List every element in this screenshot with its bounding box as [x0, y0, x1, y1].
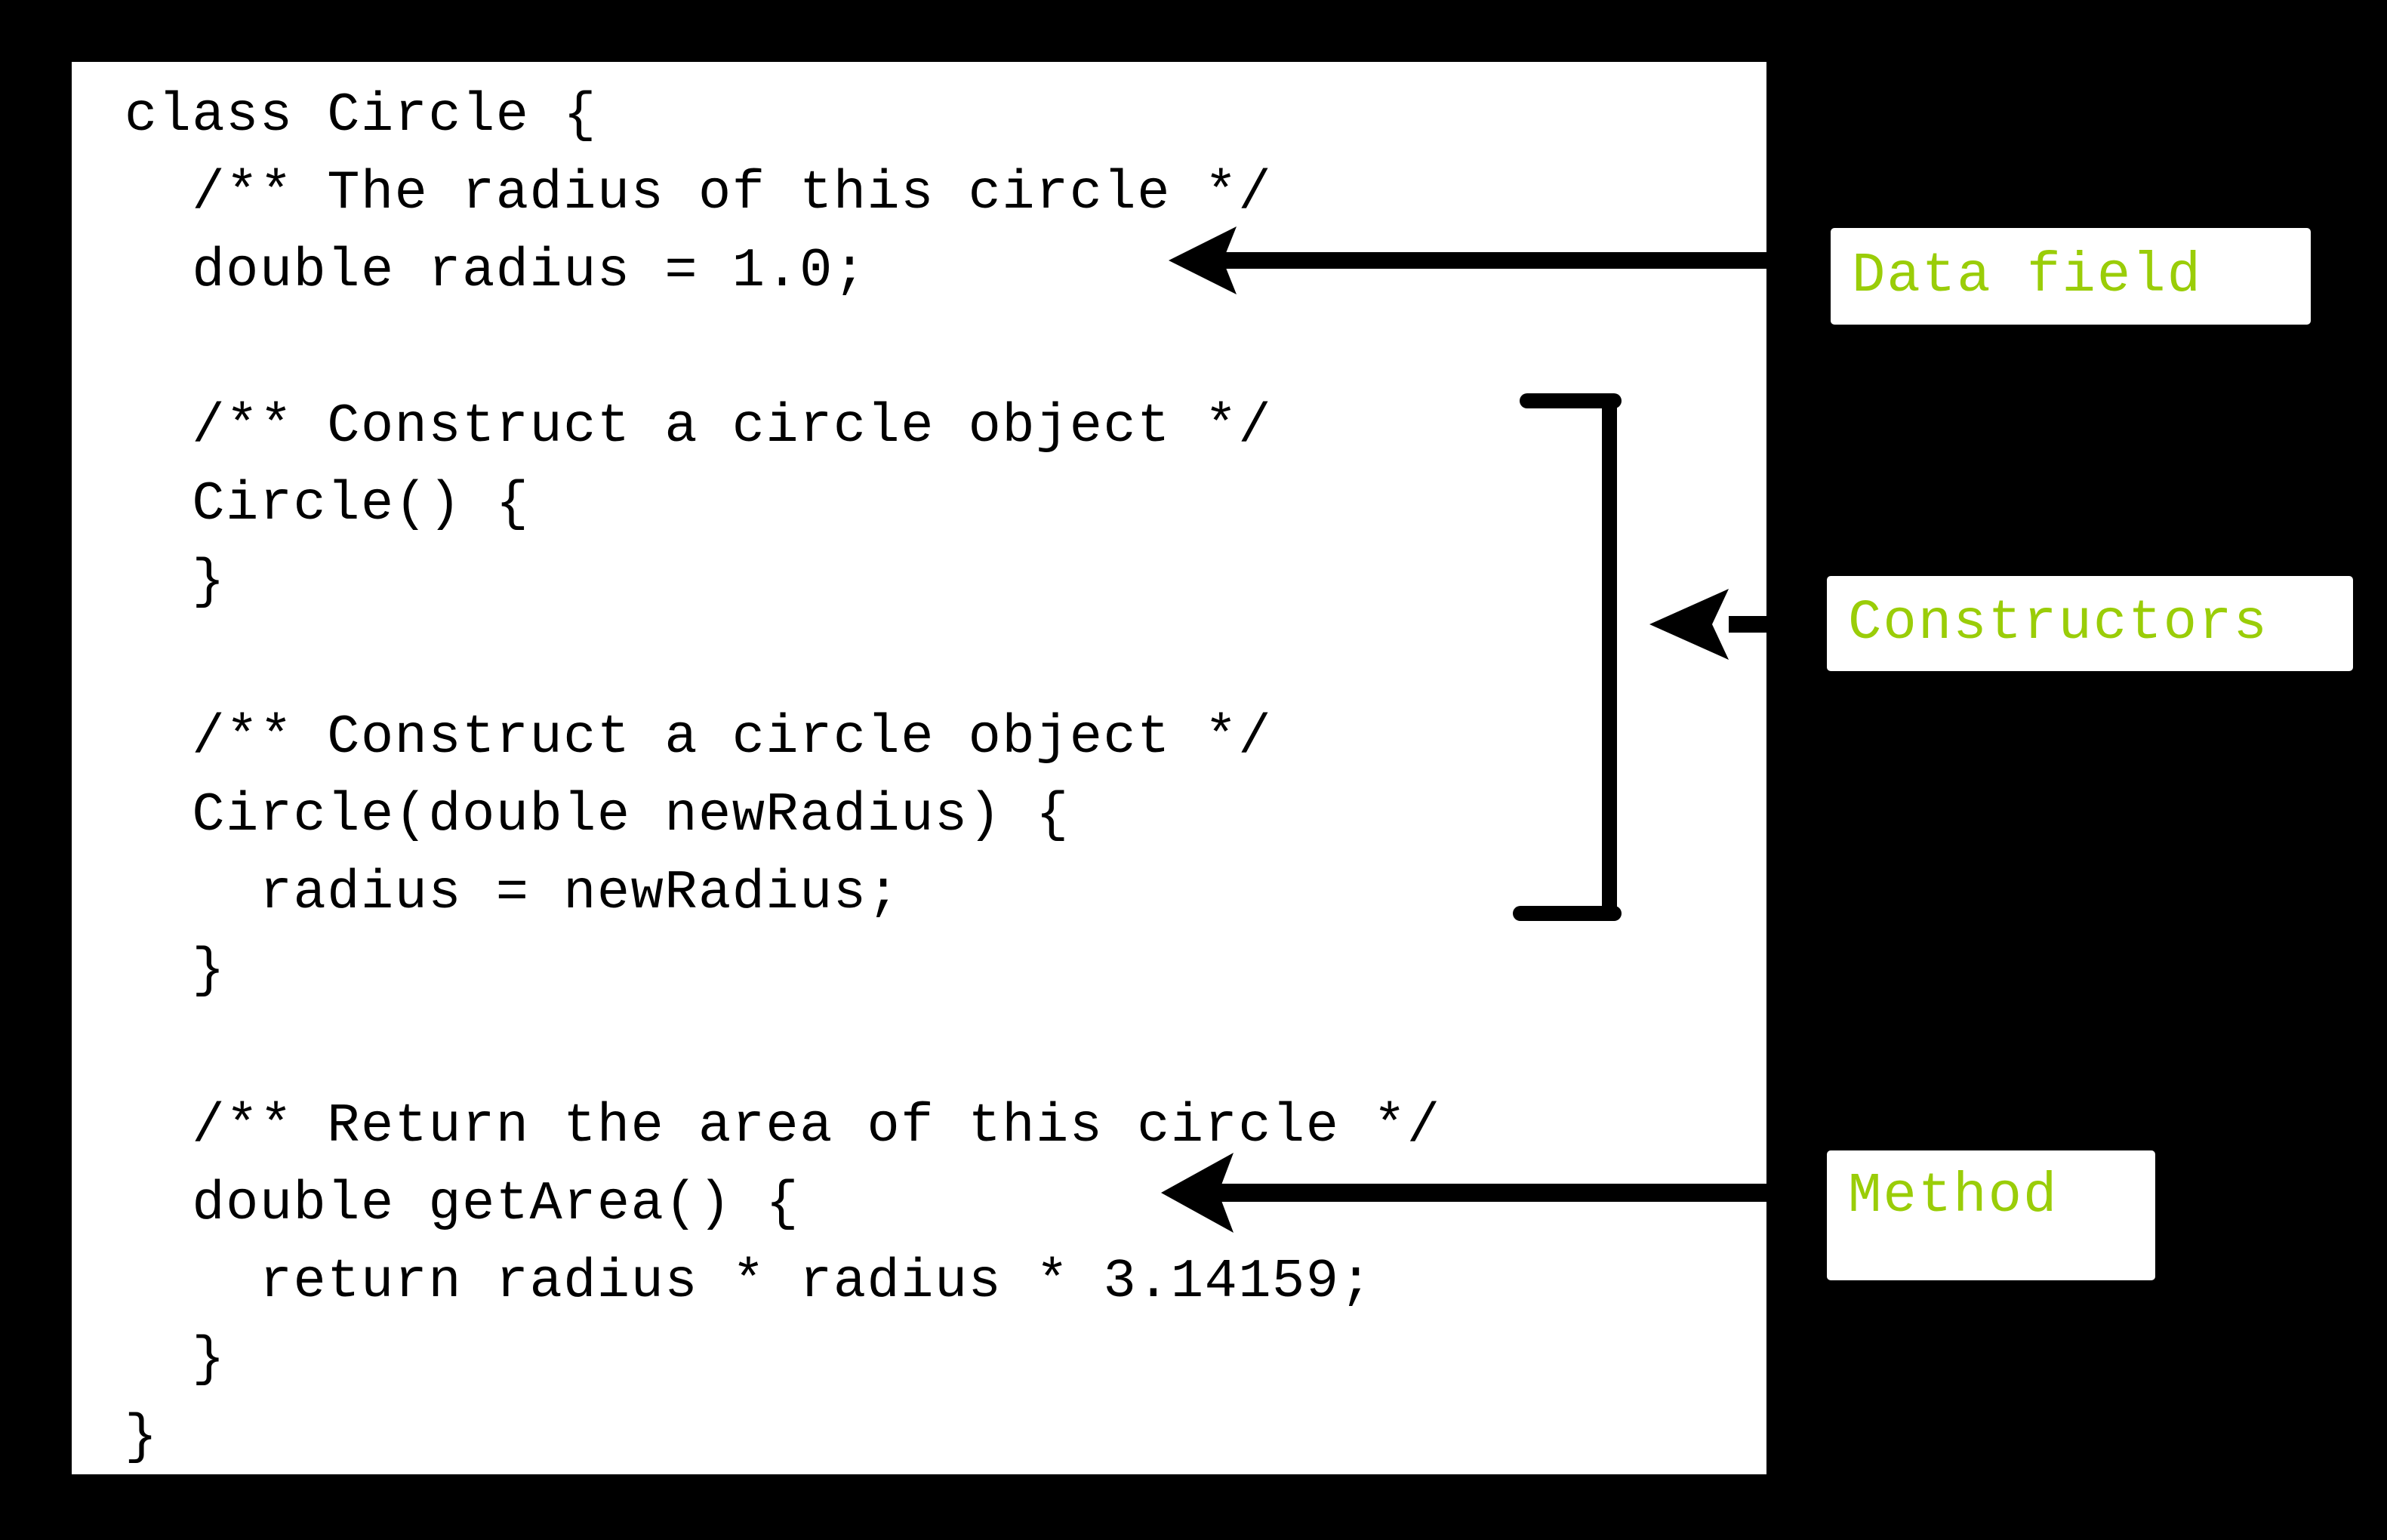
code-panel: class Circle { /** The radius of this ci…	[72, 62, 1766, 1474]
callout-data-field[interactable]: Data field	[1831, 228, 2311, 325]
callout-method-label: Method	[1848, 1165, 2059, 1228]
callout-constructors-label: Constructors	[1848, 592, 2268, 655]
java-source-code: class Circle { /** The radius of this ci…	[125, 85, 1441, 1468]
callout-data-field-label: Data field	[1852, 245, 2203, 308]
callout-method[interactable]: Method	[1827, 1150, 2155, 1280]
callout-constructors[interactable]: Constructors	[1827, 576, 2353, 671]
